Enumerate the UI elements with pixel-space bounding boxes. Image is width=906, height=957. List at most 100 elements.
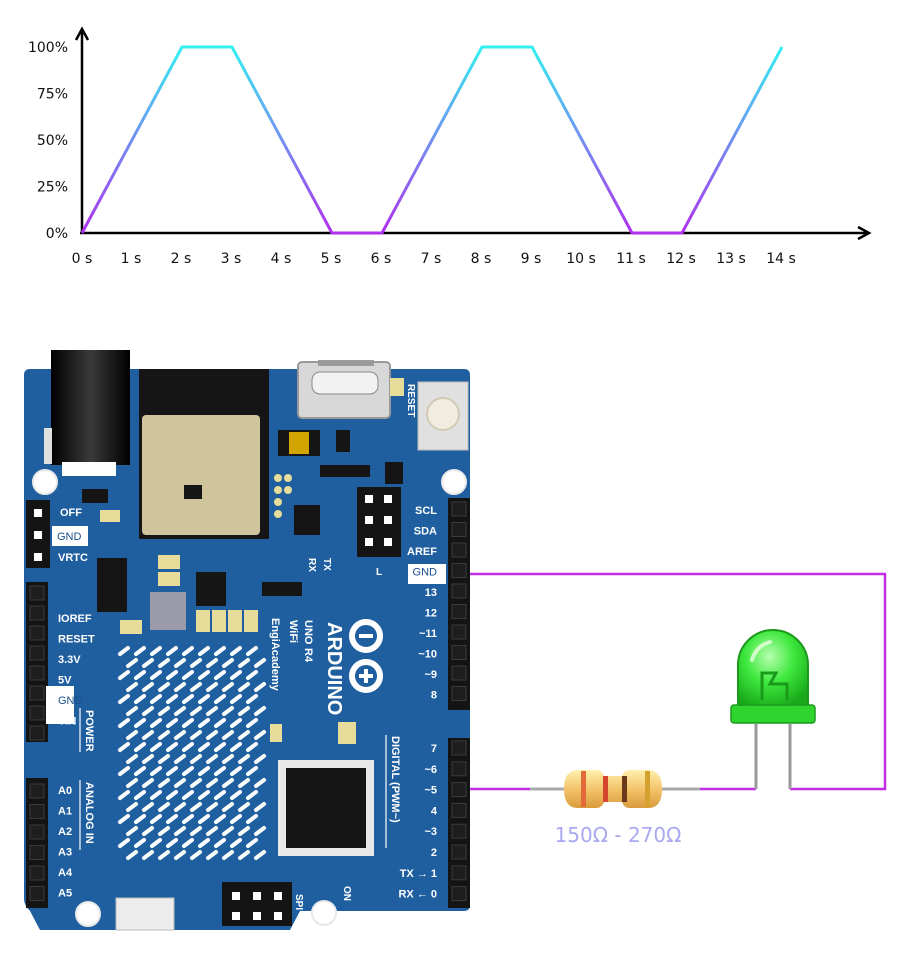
pin-label: A3 xyxy=(58,847,72,859)
pin-label: SDA xyxy=(414,526,437,538)
dc-power-jack xyxy=(51,350,130,465)
icsp-header xyxy=(357,487,401,557)
pin-label: ~11 xyxy=(419,628,437,640)
qwiic-connector xyxy=(115,897,175,931)
digital-pin-labels: SCL SDA AREF GND 13 12 ~11 ~10 ~9 8 7 ~6 ~5 4 ~3 2 TX → … xyxy=(398,505,437,901)
pin-label: 7 xyxy=(431,743,437,755)
led xyxy=(730,629,816,789)
pin-label: ~6 xyxy=(424,764,437,776)
chip-grey xyxy=(150,592,186,630)
x-tick-label: 9 s xyxy=(521,251,542,267)
label-vrtc: VRTC xyxy=(58,552,88,564)
on-label: ON xyxy=(341,886,352,901)
power-header-slots xyxy=(29,585,45,741)
left-small-header xyxy=(26,500,88,568)
pin-label: ~9 xyxy=(424,669,437,681)
analog-section-label: ANALOG IN xyxy=(83,782,95,844)
model-uno: UNO xyxy=(302,620,314,645)
pin-label: 3.3V xyxy=(58,654,81,666)
l-label: L xyxy=(376,567,382,578)
label-off: OFF xyxy=(60,507,82,519)
pin-label: A1 xyxy=(58,806,72,818)
pin-label: A4 xyxy=(58,867,73,879)
wires xyxy=(460,572,887,791)
pin-label: GND xyxy=(58,695,83,707)
wire-gnd xyxy=(460,572,887,791)
x-tick-label: 14 s xyxy=(766,251,796,267)
x-tick-label: 7 s xyxy=(421,251,442,267)
power-pin-labels: IOREF RESET 3.3V 5V GND VIN xyxy=(58,613,95,728)
y-tick-label: 75% xyxy=(37,87,68,103)
resistor-body xyxy=(564,770,662,808)
resistor-label: 150Ω - 270Ω xyxy=(555,823,682,847)
maker-label: EngiAcademy xyxy=(269,618,281,692)
spi-header xyxy=(222,882,292,926)
brightness-chart: 0% 25% 50% 75% 100% 0 s 1 s 2 s 3 s 4 s 5 s 6 s 7 s… xyxy=(28,26,872,267)
led-dome xyxy=(737,629,809,707)
x-tick-label: 3 s xyxy=(221,251,242,267)
pin-label: AREF xyxy=(407,546,437,558)
spi-label: SPI xyxy=(293,894,304,910)
arduino-logo-icon xyxy=(349,619,383,693)
x-tick-label: 1 s xyxy=(121,251,142,267)
arduino-board: RESET xyxy=(24,350,470,931)
pin-label: IOREF xyxy=(58,613,92,625)
x-tick-label: 2 s xyxy=(171,251,192,267)
led-rim xyxy=(730,704,816,724)
y-tick-label: 50% xyxy=(37,133,68,149)
power-section-label: POWER xyxy=(83,710,95,752)
x-tick-label: 8 s xyxy=(471,251,492,267)
pin-label: 12 xyxy=(425,608,437,620)
pin-label: A2 xyxy=(58,826,72,838)
main-mcu xyxy=(278,760,374,856)
pin-label: RESET xyxy=(58,634,95,646)
pin-label: TX → 1 xyxy=(400,868,437,880)
pin-label: ~10 xyxy=(418,649,437,661)
y-axis-arrow xyxy=(74,26,90,41)
pin-label: SCL xyxy=(415,505,437,517)
x-tick-label: 12 s xyxy=(666,251,696,267)
pin-label: A0 xyxy=(58,785,72,797)
pin-label: ~3 xyxy=(424,826,437,838)
x-tick-labels: 0 s 1 s 2 s 3 s 4 s 5 s 6 s 7 s 8 s 9 s 10 s 11 s 12… xyxy=(72,251,796,267)
pin-label: A5 xyxy=(58,888,72,900)
pin-label: 13 xyxy=(425,587,437,599)
pin-label: RX ← 0 xyxy=(398,889,437,901)
rx-label: RX xyxy=(306,558,317,572)
label-gnd-left: GND xyxy=(57,531,82,543)
reset-label: RESET xyxy=(405,384,416,417)
y-tick-label: 100% xyxy=(28,40,68,56)
pin-label: 2 xyxy=(431,847,437,859)
x-tick-label: 5 s xyxy=(321,251,342,267)
smd-components xyxy=(82,430,403,612)
brand-arduino: ARDUINO xyxy=(323,622,345,715)
x-tick-label: 0 s xyxy=(72,251,93,267)
analog-header-slots xyxy=(29,783,45,901)
x-tick-label: 10 s xyxy=(566,251,596,267)
x-tick-label: 13 s xyxy=(716,251,746,267)
series-line xyxy=(80,45,784,235)
y-tick-label: 25% xyxy=(37,180,68,196)
x-tick-label: 11 s xyxy=(616,251,646,267)
x-axis-arrow xyxy=(857,225,872,241)
pin-label: 4 xyxy=(431,805,438,817)
x-tick-label: 4 s xyxy=(271,251,292,267)
tx-label: TX xyxy=(321,558,332,571)
power-header xyxy=(26,582,74,742)
pin-label: GND xyxy=(413,567,438,579)
pin-label: 8 xyxy=(431,690,437,702)
digital-header-slots xyxy=(451,501,467,902)
pin-label: 5V xyxy=(58,675,72,687)
y-tick-label: 0% xyxy=(46,226,68,242)
resistor: 150Ω - 270Ω xyxy=(530,770,700,847)
pads xyxy=(100,378,404,744)
model-wifi: WiFi xyxy=(287,620,299,643)
led-matrix xyxy=(118,646,266,860)
model-r4: R4 xyxy=(302,648,314,663)
pin-label: VIN xyxy=(58,716,76,728)
y-tick-labels: 0% 25% 50% 75% 100% xyxy=(28,40,68,242)
x-tick-label: 6 s xyxy=(371,251,392,267)
pin-label: ~5 xyxy=(424,785,437,797)
